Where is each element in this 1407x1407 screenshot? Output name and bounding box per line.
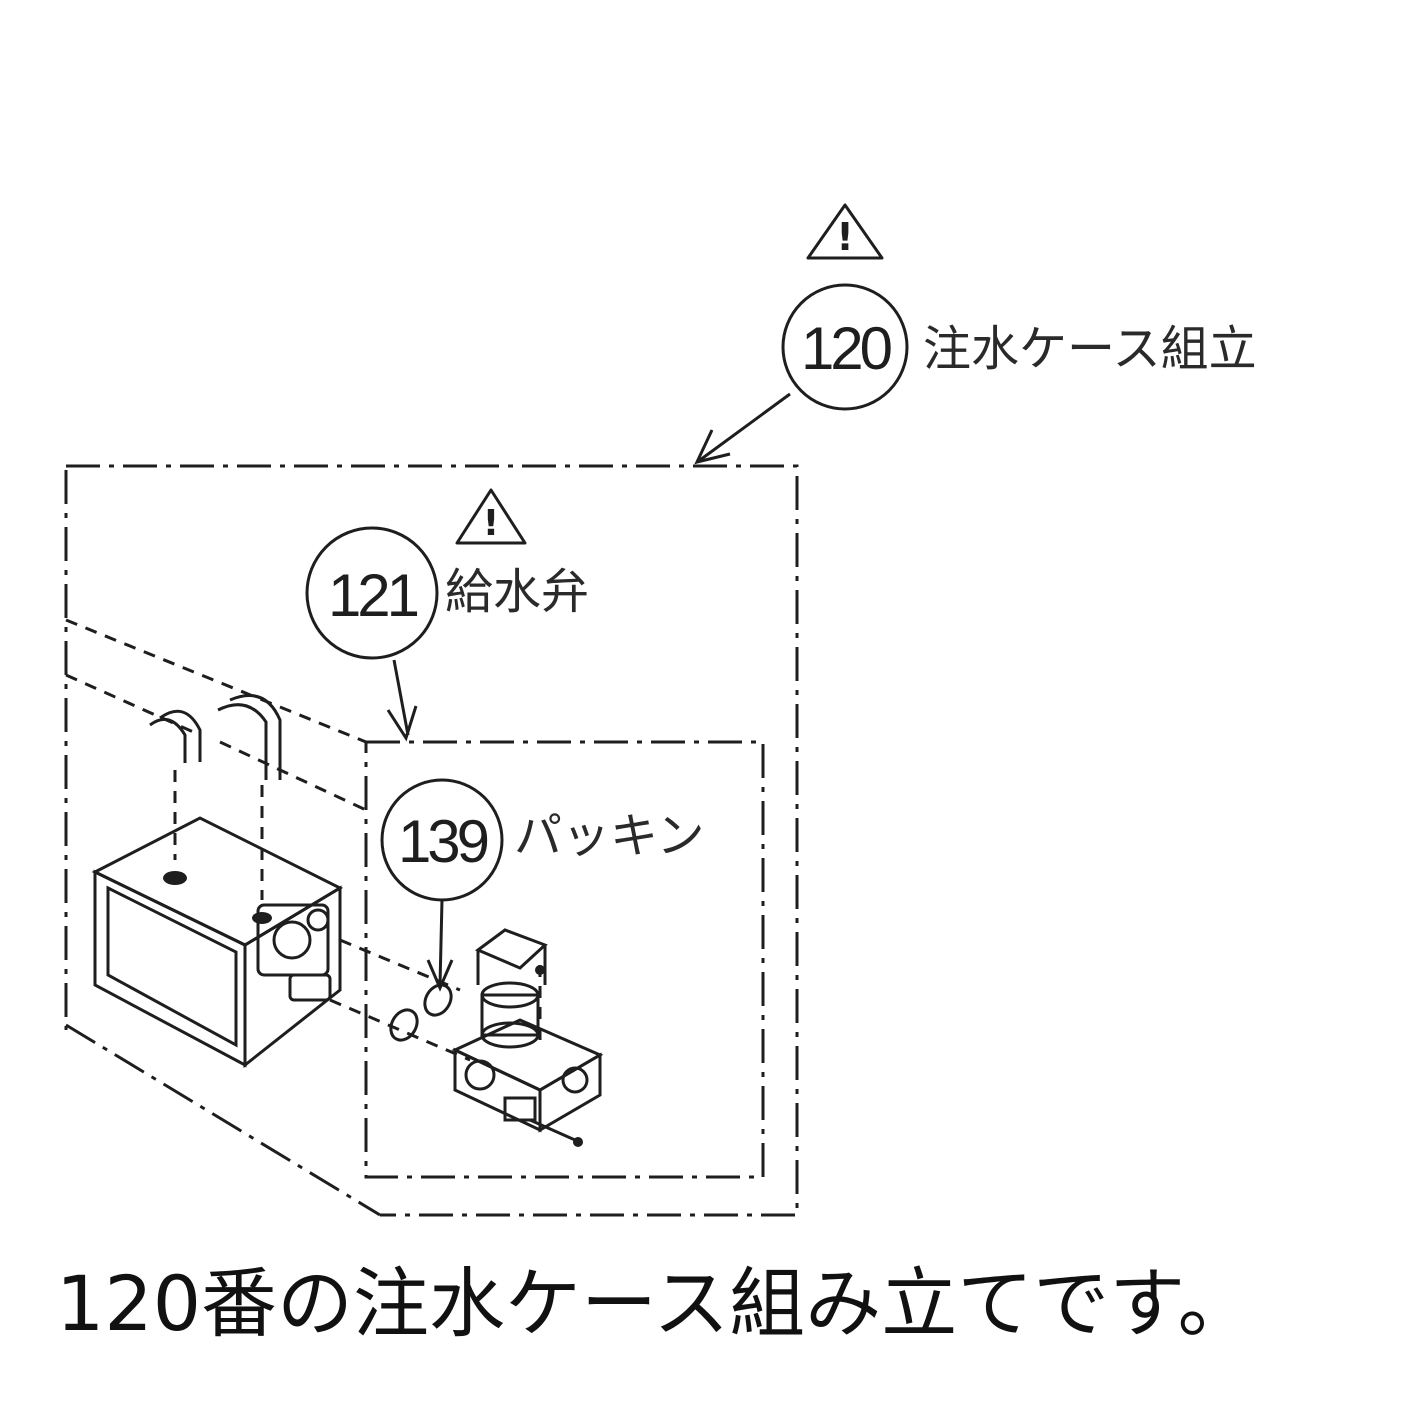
assembly-121-boundary (364, 740, 765, 1179)
callout-139: 139 パッキン (380, 778, 705, 992)
assembly-120-boundary (64, 464, 799, 1217)
callout-139-number: 139 (398, 808, 488, 875)
callout-121-number: 121 (328, 562, 418, 629)
svg-text:!: ! (836, 215, 853, 259)
water-case-component (91, 694, 344, 1069)
caption-text: 120番の注水ケース組み立てです。 (56, 1259, 1254, 1348)
svg-text:!: ! (483, 503, 499, 544)
callout-120: ! 120 注水ケース組立 (694, 203, 1257, 465)
callout-139-label: パッキン (514, 808, 705, 864)
callout-120-label: 注水ケース組立 (923, 321, 1257, 377)
warning-triangle-icon: ! (806, 203, 884, 260)
callout-121-label: 給水弁 (445, 564, 589, 620)
supply-valve-component (389, 928, 604, 1147)
callout-121: ! 121 給水弁 (305, 488, 589, 742)
warning-triangle-icon: ! (455, 488, 527, 545)
callout-120-number: 120 (801, 315, 892, 382)
